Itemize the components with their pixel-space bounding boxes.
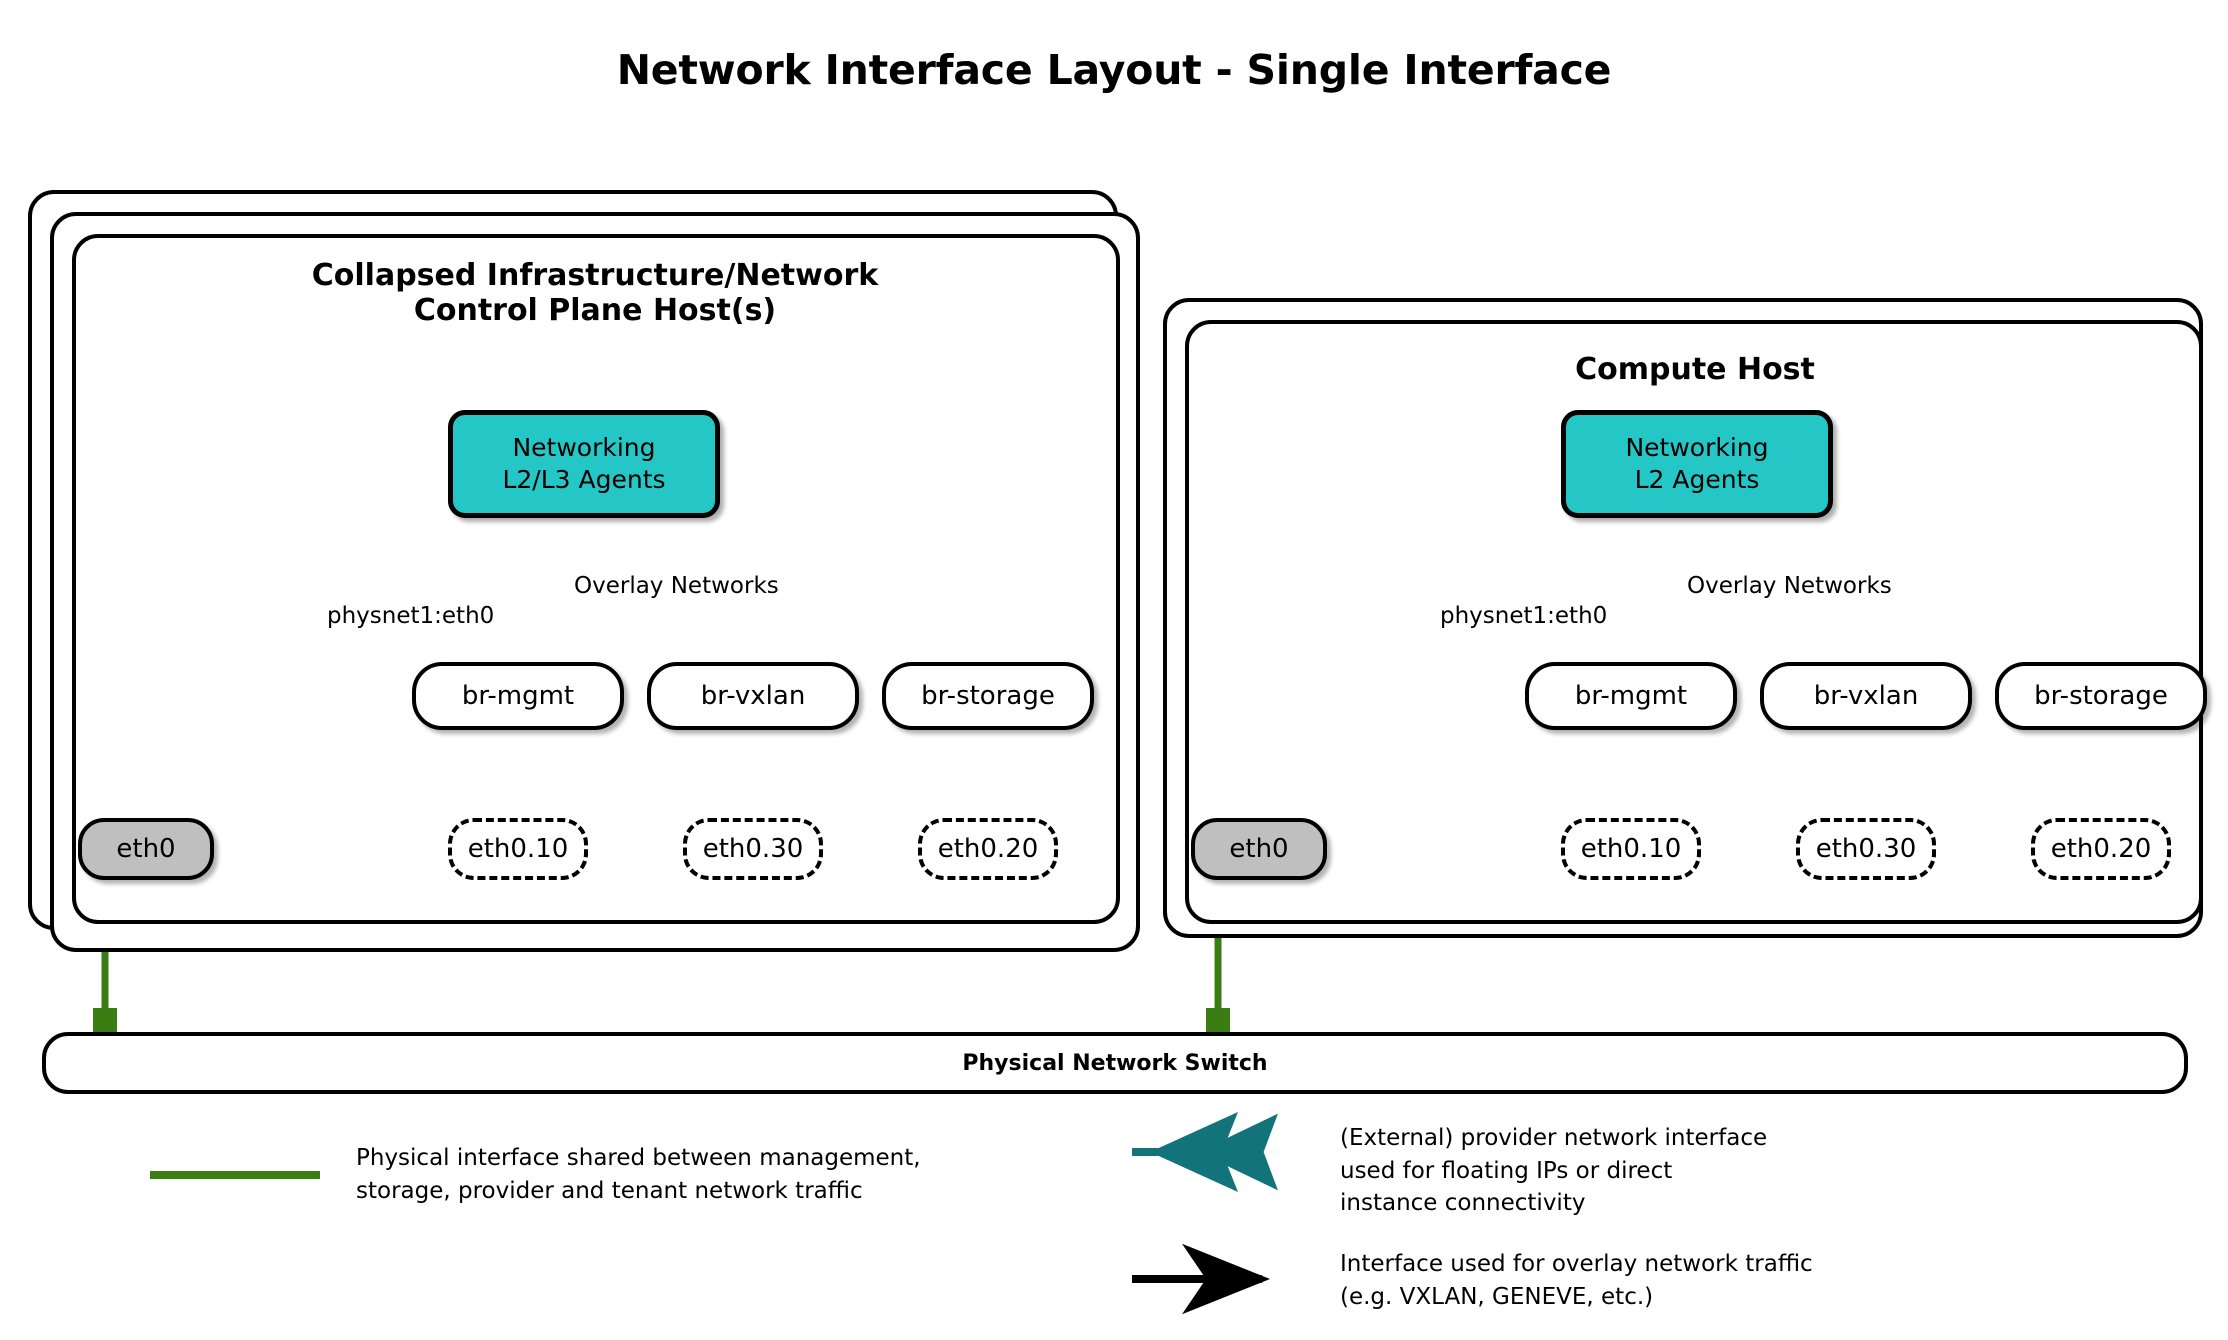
- provider-edge-label-compute: physnet1:eth0: [1440, 603, 1608, 629]
- nic-label: eth0: [116, 834, 176, 864]
- host-title-line2: Control Plane Host(s): [413, 293, 777, 329]
- provider-edge-label-control-plane: physnet1:eth0: [327, 603, 495, 629]
- bridge-label: br-storage: [2034, 681, 2168, 711]
- overlay-edge-label-compute: Overlay Networks: [1687, 573, 1892, 599]
- bridge-label: br-mgmt: [1574, 681, 1688, 711]
- vlan-label: eth0.30: [1815, 834, 1917, 864]
- vlan-eth0-20-control-plane[interactable]: eth0.20: [918, 818, 1058, 880]
- bridge-br-vxlan-compute[interactable]: br-vxlan: [1760, 662, 1972, 730]
- overlay-edge-label-control-plane: Overlay Networks: [574, 573, 779, 599]
- vlan-eth0-10-control-plane[interactable]: eth0.10: [448, 818, 588, 880]
- bridge-br-vxlan-control-plane[interactable]: br-vxlan: [647, 662, 859, 730]
- legend-text-physical-interface: Physical interface shared between manage…: [356, 1145, 921, 1204]
- bridge-label: br-storage: [921, 681, 1055, 711]
- vlan-eth0-10-compute[interactable]: eth0.10: [1561, 818, 1701, 880]
- bridge-br-mgmt-compute[interactable]: br-mgmt: [1525, 662, 1737, 730]
- host-title-line1: Compute Host: [1575, 352, 1815, 387]
- physical-network-switch[interactable]: Physical Network Switch: [42, 1032, 2188, 1094]
- nic-label: eth0: [1229, 834, 1289, 864]
- bridge-br-storage-compute[interactable]: br-storage: [1995, 662, 2207, 730]
- agents-label-line1: Networking: [1625, 433, 1769, 462]
- host-title-control-plane: Collapsed Infrastructure/Network Control…: [180, 258, 1010, 329]
- legend-text-overlay-interface: Interface used for overlay network traff…: [1340, 1251, 1813, 1310]
- networking-agents-control-plane[interactable]: Networking L2/L3 Agents: [448, 410, 720, 518]
- agents-label-line2: L2/L3 Agents: [502, 465, 666, 494]
- vlan-label: eth0.30: [702, 834, 804, 864]
- nic-eth0-control-plane[interactable]: eth0: [78, 818, 214, 880]
- vlan-eth0-30-control-plane[interactable]: eth0.30: [683, 818, 823, 880]
- host-card-control-plane: [72, 234, 1120, 924]
- switch-label: Physical Network Switch: [962, 1050, 1268, 1076]
- vlan-label: eth0.20: [937, 834, 1039, 864]
- vlan-eth0-30-compute[interactable]: eth0.30: [1796, 818, 1936, 880]
- agents-label-line1: Networking: [512, 433, 656, 462]
- agents-label-line2: L2 Agents: [1634, 465, 1760, 494]
- bridge-label: br-vxlan: [1813, 681, 1919, 711]
- vlan-label: eth0.10: [1580, 834, 1682, 864]
- legend-text-provider-interface: (External) provider network interface us…: [1340, 1125, 1768, 1217]
- vlan-label: eth0.10: [467, 834, 569, 864]
- host-title-compute: Compute Host: [1400, 352, 1990, 387]
- bridge-label: br-mgmt: [461, 681, 575, 711]
- vlan-eth0-20-compute[interactable]: eth0.20: [2031, 818, 2171, 880]
- bridge-label: br-vxlan: [700, 681, 806, 711]
- vlan-label: eth0.20: [2050, 834, 2152, 864]
- bridge-br-mgmt-control-plane[interactable]: br-mgmt: [412, 662, 624, 730]
- host-title-line1: Collapsed Infrastructure/Network: [311, 258, 879, 293]
- networking-agents-compute[interactable]: Networking L2 Agents: [1561, 410, 1833, 518]
- nic-eth0-compute[interactable]: eth0: [1191, 818, 1327, 880]
- bridge-br-storage-control-plane[interactable]: br-storage: [882, 662, 1094, 730]
- page-title: Network Interface Layout - Single Interf…: [616, 46, 1612, 94]
